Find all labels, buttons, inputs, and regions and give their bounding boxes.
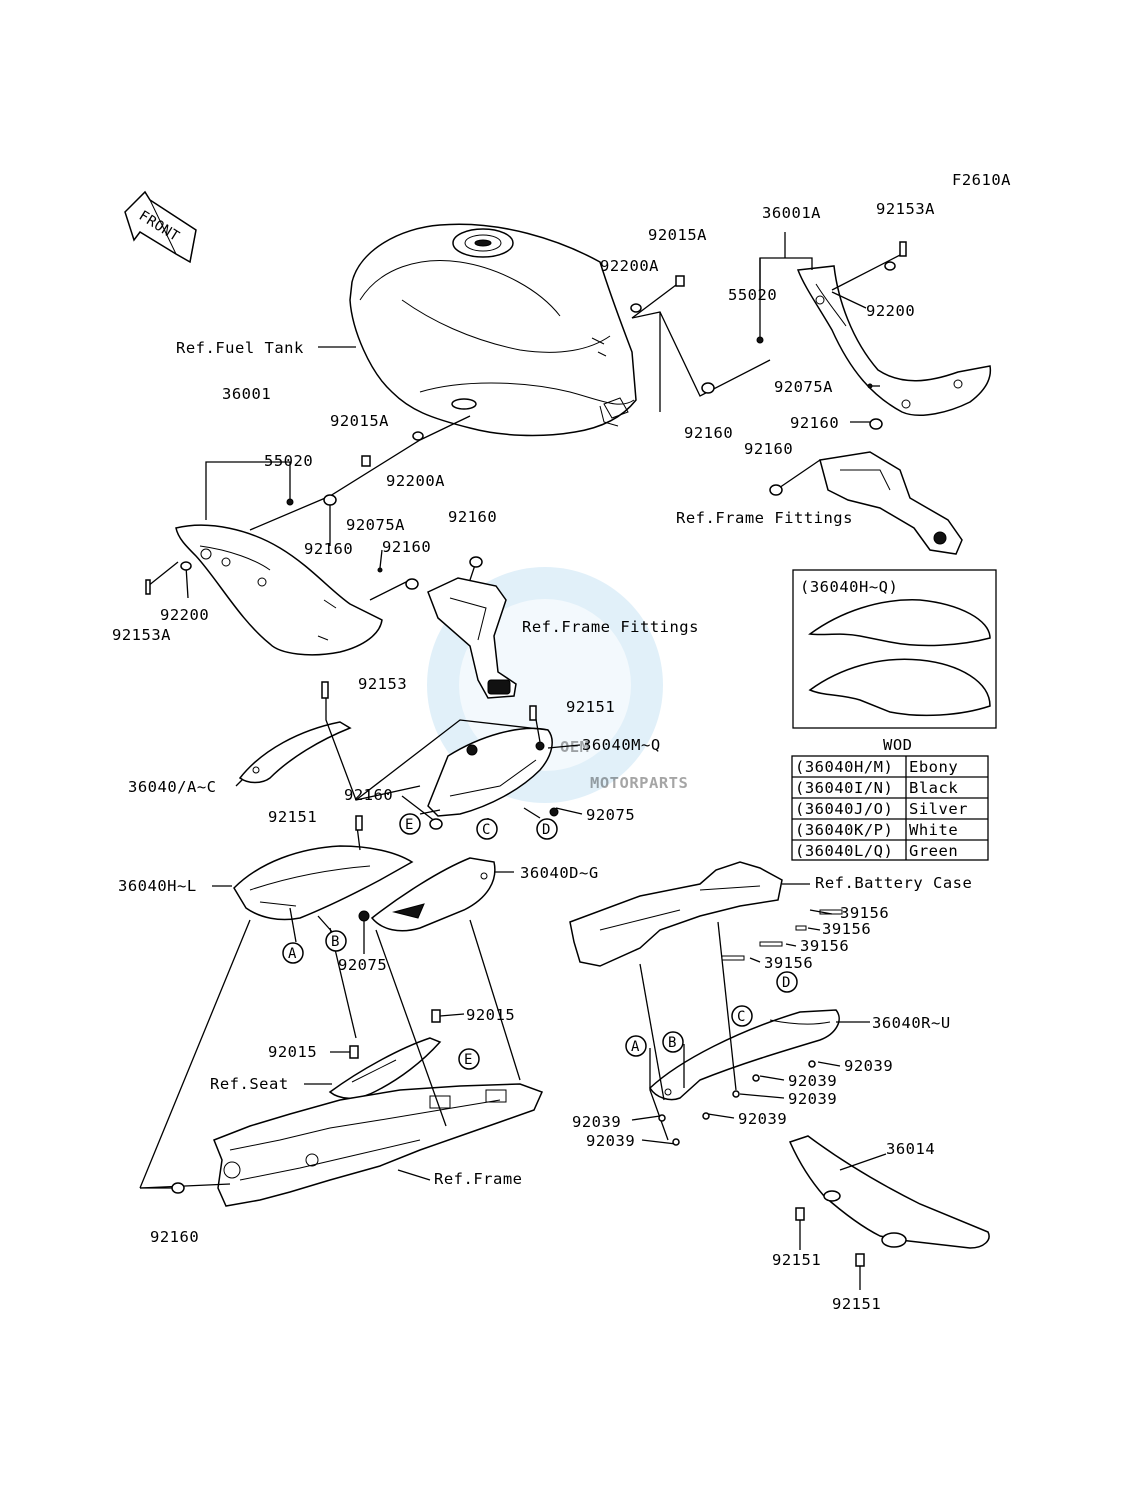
part-label: 55020 (264, 452, 313, 470)
table-row-code: (36040H/M) (795, 758, 893, 776)
table-row-color: Ebony (909, 758, 958, 776)
part-label: 92015 (466, 1006, 515, 1024)
part-label: Ref.Frame Fittings (676, 509, 853, 527)
marker-A: A (288, 946, 297, 962)
part-label: 92200 (866, 302, 915, 320)
part-label: 36040R~U (872, 1014, 951, 1032)
part-label: 39156 (840, 904, 889, 922)
part-label: 92015A (330, 412, 389, 430)
right-side-cover-drawing (796, 265, 992, 416)
wod-label: WOD (883, 736, 913, 754)
chain-cover-drawing (788, 1135, 990, 1249)
part-label: 92075 (338, 956, 387, 974)
part-label: Ref.Battery Case (815, 874, 972, 892)
upper-tail-cowl-drawing (427, 727, 553, 817)
table-row-color: Black (909, 779, 958, 797)
color-code-table: (36040H/M) Ebony (36040I/N) Black (36040… (791, 755, 989, 861)
part-label: 92151 (772, 1251, 821, 1269)
part-label: 92151 (566, 698, 615, 716)
leader-lines (139, 232, 903, 1290)
reference-markers: E C D A B E D C A B (282, 813, 798, 1070)
part-label: 92151 (832, 1295, 881, 1313)
part-label: 92039 (738, 1110, 787, 1128)
part-label: Ref.Frame Fittings (522, 618, 699, 636)
part-label: Ref.Fuel Tank (176, 339, 304, 357)
part-label: 36001A (762, 204, 821, 222)
marker-A: A (631, 1039, 640, 1055)
left-side-cover-drawing (175, 524, 383, 656)
marker-D: D (542, 822, 551, 838)
part-label: 92015 (268, 1043, 317, 1061)
part-label: 92039 (844, 1057, 893, 1075)
part-label: 92039 (572, 1113, 621, 1131)
part-label: 92039 (586, 1132, 635, 1150)
table-row-color: White (909, 821, 958, 839)
marker-C: C (737, 1009, 746, 1025)
part-label: Ref.Frame (434, 1170, 523, 1188)
marker-E: E (405, 817, 414, 833)
part-label: 55020 (728, 286, 777, 304)
table-row-code: (36040K/P) (795, 821, 893, 839)
part-label: 36014 (886, 1140, 935, 1158)
part-label: 36001 (222, 385, 271, 403)
inset-title: (36040H~Q) (800, 578, 898, 596)
hardware-fasteners (145, 241, 907, 1267)
table-row-code: (36040J/O) (795, 800, 893, 818)
watermark-logo: OEM (560, 738, 590, 756)
part-label: 92039 (788, 1072, 837, 1090)
right-tail-cover-drawing (370, 857, 496, 932)
inset-variant-panel: (36040H~Q) WOD (792, 569, 997, 754)
part-label: 92153A (112, 626, 171, 644)
center-frame-fitting-drawing (427, 577, 517, 699)
part-label: 92160 (744, 440, 793, 458)
part-label: 92160 (790, 414, 839, 432)
part-label: 92153 (358, 675, 407, 693)
part-label: Ref.Seat (210, 1075, 289, 1093)
marker-D: D (782, 975, 791, 991)
part-label: 92200 (160, 606, 209, 624)
part-label: 92153A (876, 200, 935, 218)
part-label: 92160 (448, 508, 497, 526)
part-label: 92039 (788, 1090, 837, 1108)
part-label: 92015A (648, 226, 707, 244)
battery-case-drawing (569, 861, 783, 967)
part-label: 36040/A~C (128, 778, 217, 796)
part-label: 36040H~L (118, 877, 197, 895)
marker-B: B (331, 934, 340, 950)
part-label: 36040D~G (520, 864, 599, 882)
part-label: 92151 (268, 808, 317, 826)
callout-labels: 36001A 92153A 92015A 92200A 55020 92200 … (112, 200, 972, 1313)
table-row-color: Green (909, 842, 958, 860)
front-arrow-icon: FRONT (124, 190, 197, 264)
marker-B: B (668, 1035, 677, 1051)
figure-code: F2610A (952, 171, 1011, 189)
part-label: 39156 (764, 954, 813, 972)
lower-tail-cover-drawing (649, 1009, 840, 1101)
table-row-code: (36040L/Q) (795, 842, 893, 860)
marker-C: C (482, 822, 491, 838)
part-label: 92200A (386, 472, 445, 490)
part-label: 39156 (800, 937, 849, 955)
part-label: 92160 (344, 786, 393, 804)
part-label: 92160 (150, 1228, 199, 1246)
part-label: 92160 (684, 424, 733, 442)
frame-drawing (213, 1083, 544, 1207)
fuel-tank-drawing (349, 223, 637, 437)
part-label: 92075 (586, 806, 635, 824)
part-label: 39156 (822, 920, 871, 938)
small-tail-piece-drawing (238, 721, 352, 784)
part-label: 92075A (774, 378, 833, 396)
table-row-color: Silver (909, 800, 968, 818)
part-label: 92160 (304, 540, 353, 558)
watermark-text: MOTORPARTS (590, 774, 688, 792)
right-frame-fitting-drawing (819, 451, 963, 555)
table-row-code: (36040I/N) (795, 779, 893, 797)
marker-E: E (464, 1052, 473, 1068)
part-label: 92200A (600, 257, 659, 275)
part-label: 92160 (382, 538, 431, 556)
left-tail-cover-drawing (233, 845, 414, 921)
part-label: 36040M~Q (582, 736, 661, 754)
part-label: 92075A (346, 516, 405, 534)
